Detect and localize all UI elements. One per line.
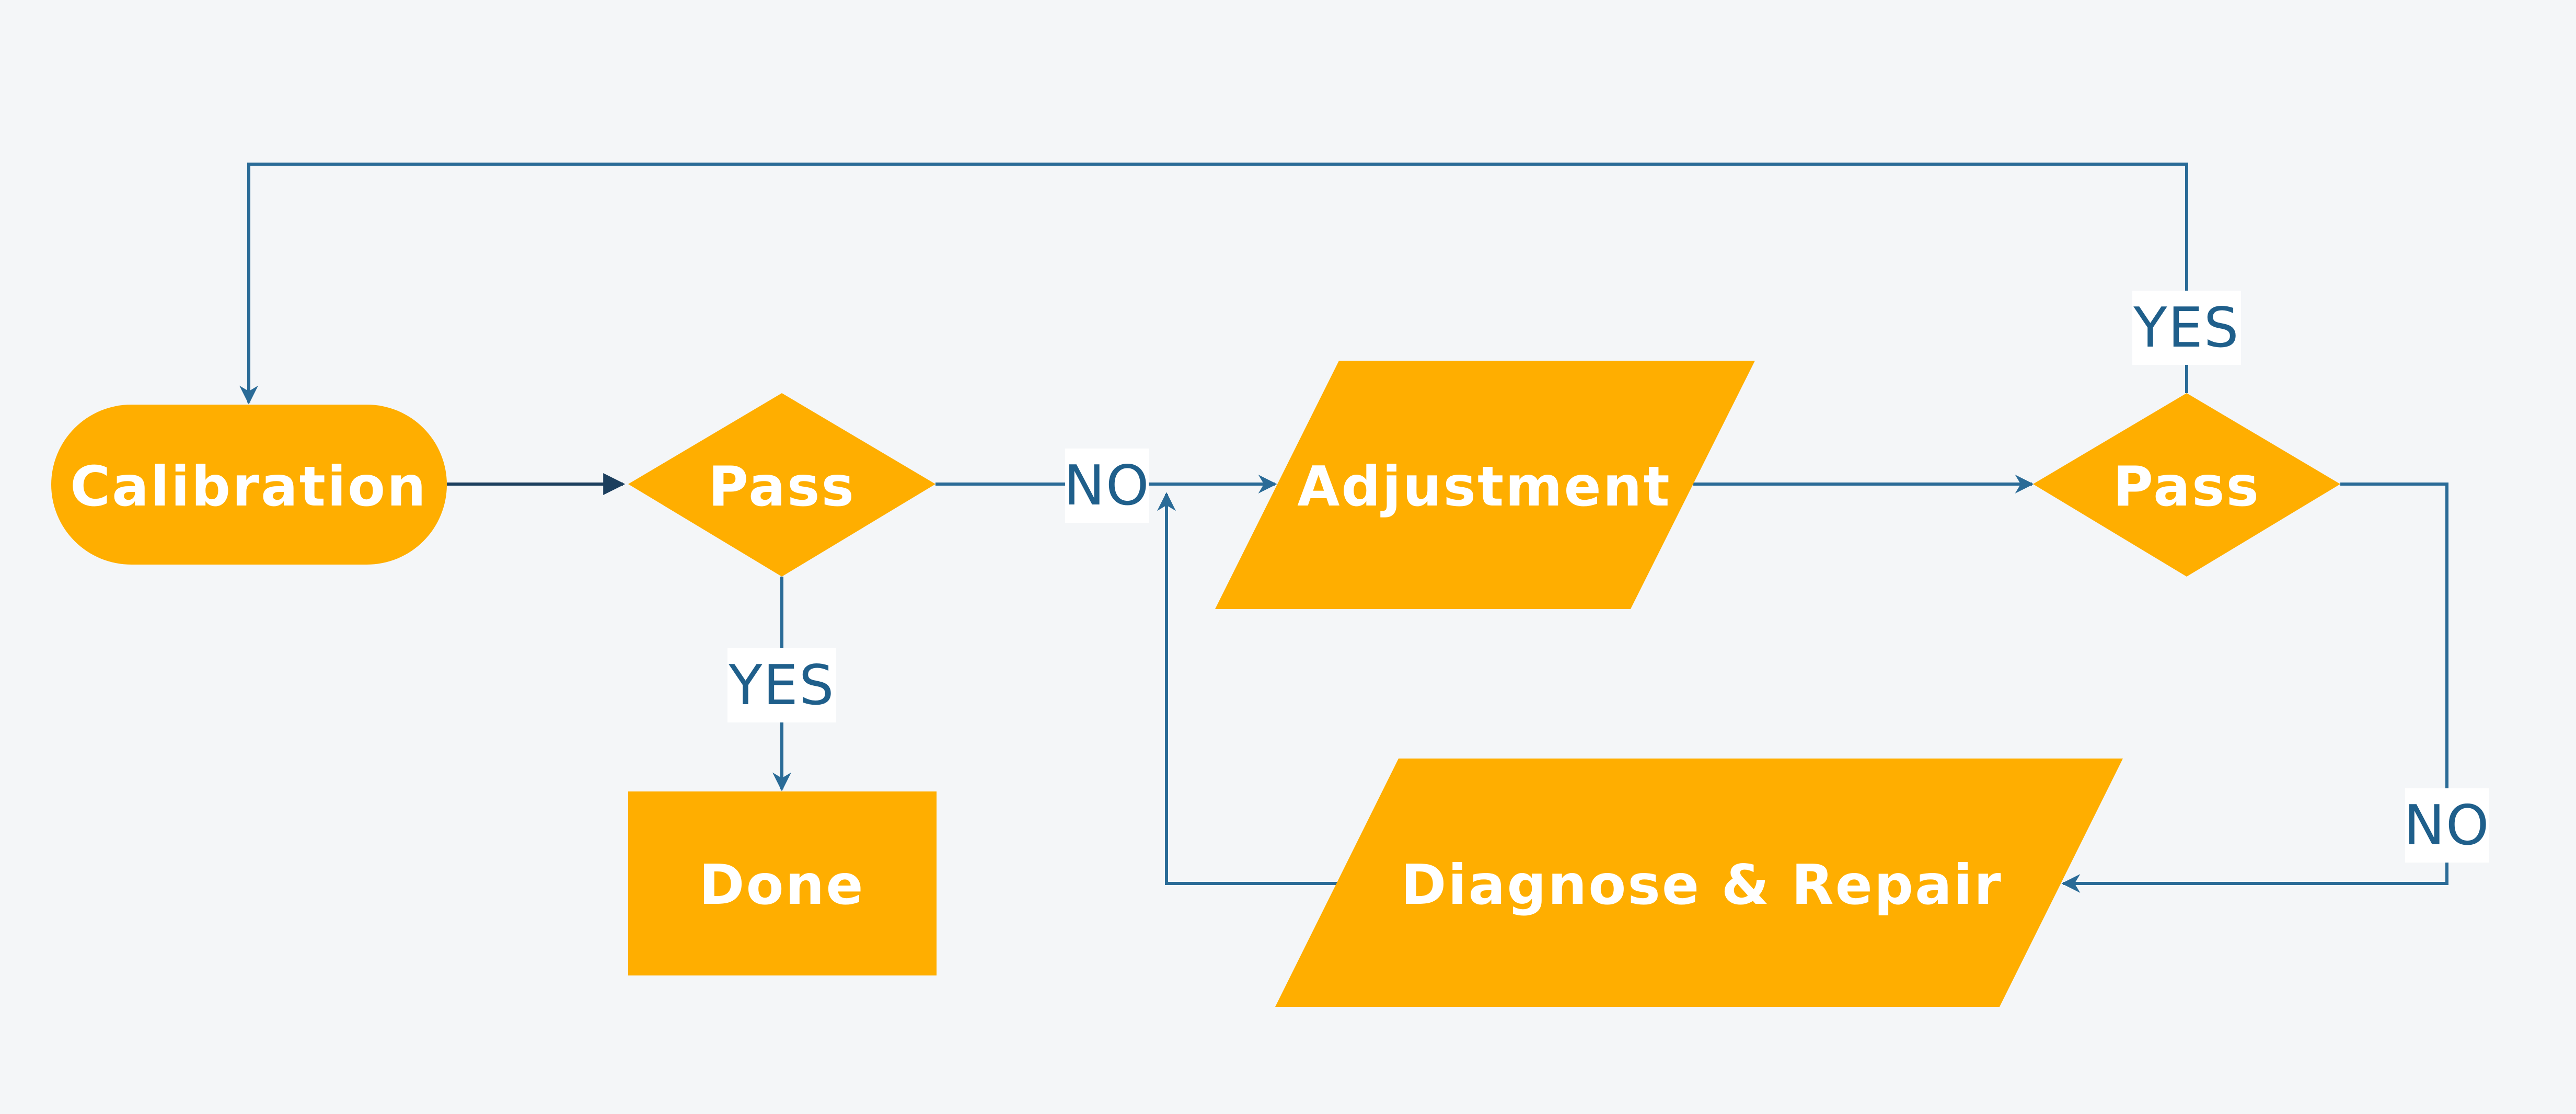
- edge-label-text: NO: [1064, 454, 1150, 518]
- edge-pass2-to-diagnose: [2061, 483, 2448, 893]
- edge-diagnose-to-adjustment: [1157, 492, 1338, 885]
- edge-label-background: [2405, 788, 2489, 863]
- node-pass-1[interactable]: Pass: [628, 393, 935, 577]
- edge-label-pass1-yes: YES: [727, 648, 836, 722]
- node-done[interactable]: Done: [628, 791, 937, 975]
- data-shape: [1215, 361, 1755, 609]
- node-label-calibration: Calibration: [70, 455, 428, 519]
- node-label-pass-1: Pass: [708, 455, 856, 519]
- node-label-diagnose-repair: Diagnose & Repair: [1401, 853, 2002, 917]
- edge-label-text: NO: [2404, 794, 2490, 857]
- edge-pass2-to-calibration: [239, 163, 2188, 405]
- decision-shape: [628, 393, 935, 577]
- node-diagnose-repair[interactable]: Diagnose & Repair: [1275, 759, 2123, 1007]
- edge-label-pass1-no: NO: [1064, 449, 1150, 523]
- decision-shape: [2033, 393, 2340, 577]
- edge-label-background: [1065, 449, 1149, 523]
- node-label-done: Done: [699, 853, 864, 917]
- terminator-shape: [51, 405, 447, 565]
- edge-label-text: YES: [728, 653, 835, 717]
- edge-label-background: [727, 648, 836, 722]
- node-pass-2[interactable]: Pass: [2033, 393, 2340, 577]
- edge-label-pass2-no: NO: [2404, 788, 2490, 863]
- node-adjustment[interactable]: Adjustment: [1215, 361, 1755, 609]
- node-label-pass-2: Pass: [2113, 455, 2260, 519]
- node-label-adjustment: Adjustment: [1297, 455, 1671, 519]
- process-shape: [628, 791, 937, 975]
- edge-label-pass2-yes: YES: [2132, 291, 2241, 365]
- data-shape: [1275, 759, 2123, 1007]
- node-calibration[interactable]: Calibration: [51, 405, 447, 565]
- edge-label-background: [2132, 291, 2241, 365]
- edge-label-text: YES: [2133, 296, 2239, 360]
